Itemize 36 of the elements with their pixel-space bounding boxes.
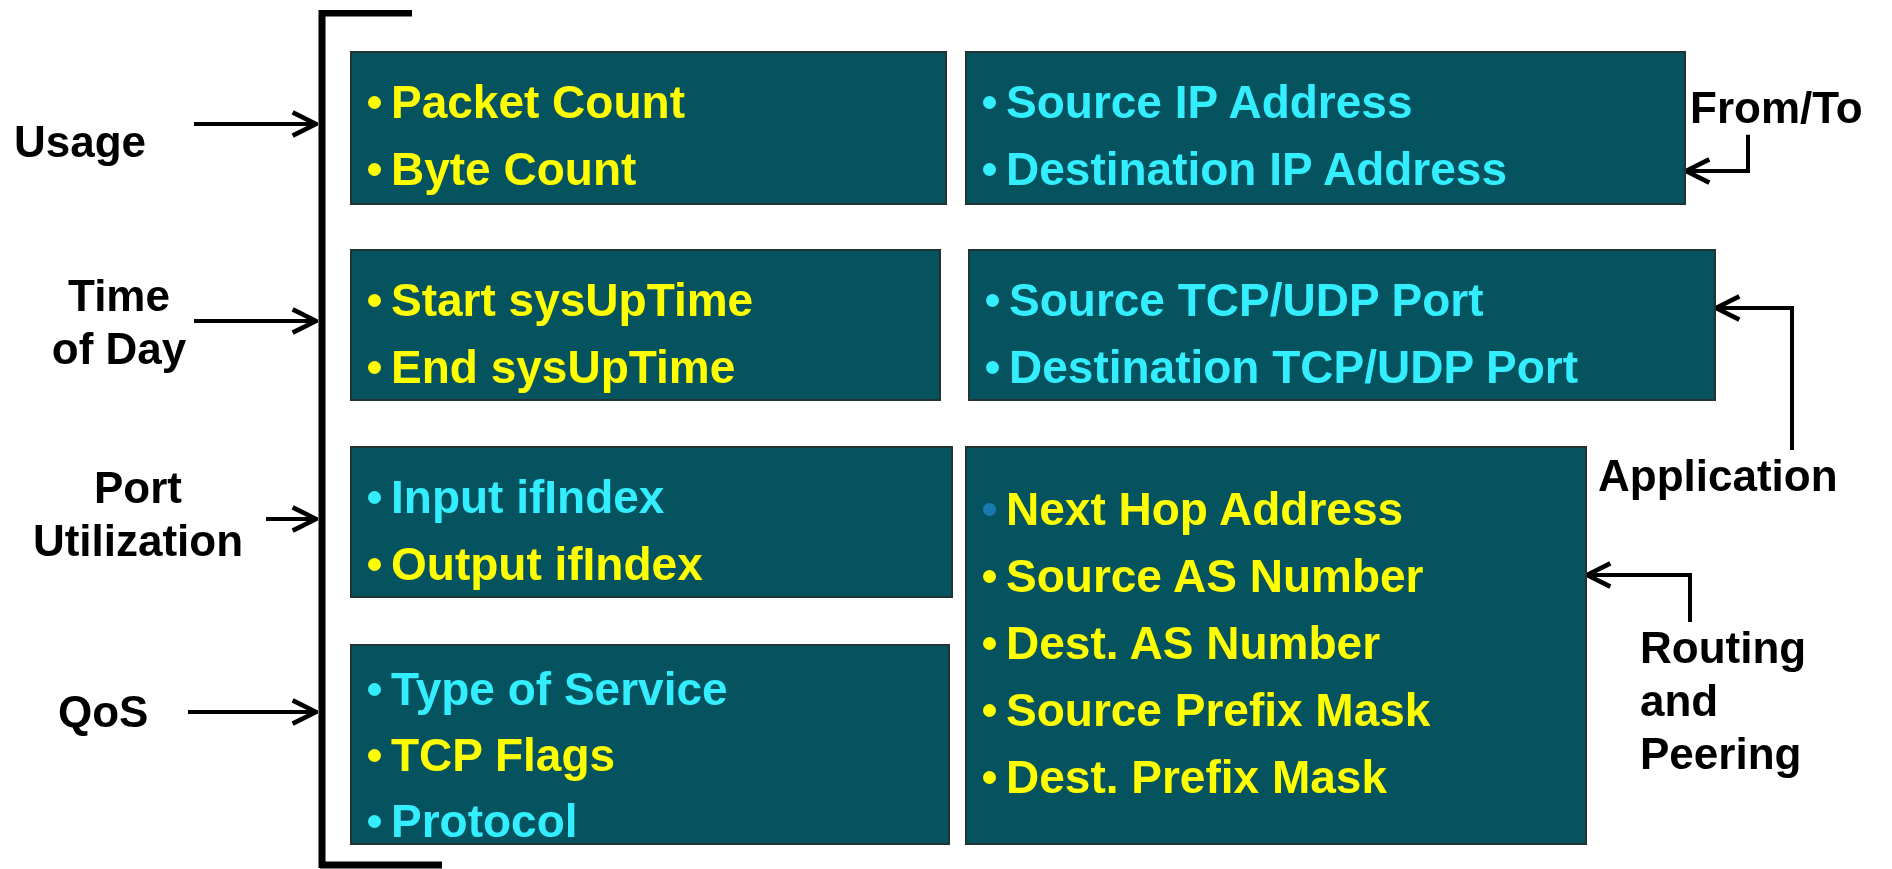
field-name: Source TCP/UDP Port	[1009, 275, 1484, 326]
arrow	[188, 698, 319, 726]
category-label: Port Utilization	[10, 462, 266, 568]
field-name: Destination TCP/UDP Port	[1009, 342, 1579, 393]
arrow	[194, 110, 319, 138]
field-name: Source IP Address	[1006, 77, 1413, 128]
category-label: Usage	[14, 116, 194, 169]
field-name: Output ifIndex	[391, 539, 703, 590]
field-name: Input ifIndex	[391, 472, 665, 523]
field-name: Protocol	[391, 795, 578, 847]
field-name: TCP Flags	[391, 729, 616, 781]
category-label: QoS	[58, 686, 188, 739]
field-name: Packet Count	[391, 77, 685, 128]
field-panel	[968, 249, 1716, 401]
field-name: Dest. AS Number	[1006, 618, 1381, 669]
field-name: Type of Service	[391, 663, 728, 715]
field-name: Start sysUpTime	[391, 275, 754, 326]
field-name: Source Prefix Mask	[1006, 685, 1431, 736]
field-panel	[350, 644, 950, 845]
field-panel	[965, 51, 1686, 205]
field-name: Byte Count	[391, 144, 637, 195]
arrow	[194, 307, 319, 335]
field-name: End sysUpTime	[391, 342, 736, 393]
field-name: Source AS Number	[1006, 551, 1424, 602]
field-panel	[965, 446, 1587, 845]
field-name: Destination IP Address	[1006, 144, 1507, 195]
category-label: Time of Day	[44, 270, 194, 376]
category-label: From/To	[1690, 82, 1890, 135]
field-panel	[350, 51, 947, 205]
field-name: Next Hop Address	[1006, 484, 1404, 535]
category-label: Routing and Peering	[1640, 622, 1860, 781]
arrow	[266, 505, 319, 533]
field-panel	[350, 446, 953, 598]
field-name: Dest. Prefix Mask	[1006, 752, 1387, 803]
field-panel	[350, 249, 941, 401]
category-label: Application	[1598, 450, 1888, 503]
